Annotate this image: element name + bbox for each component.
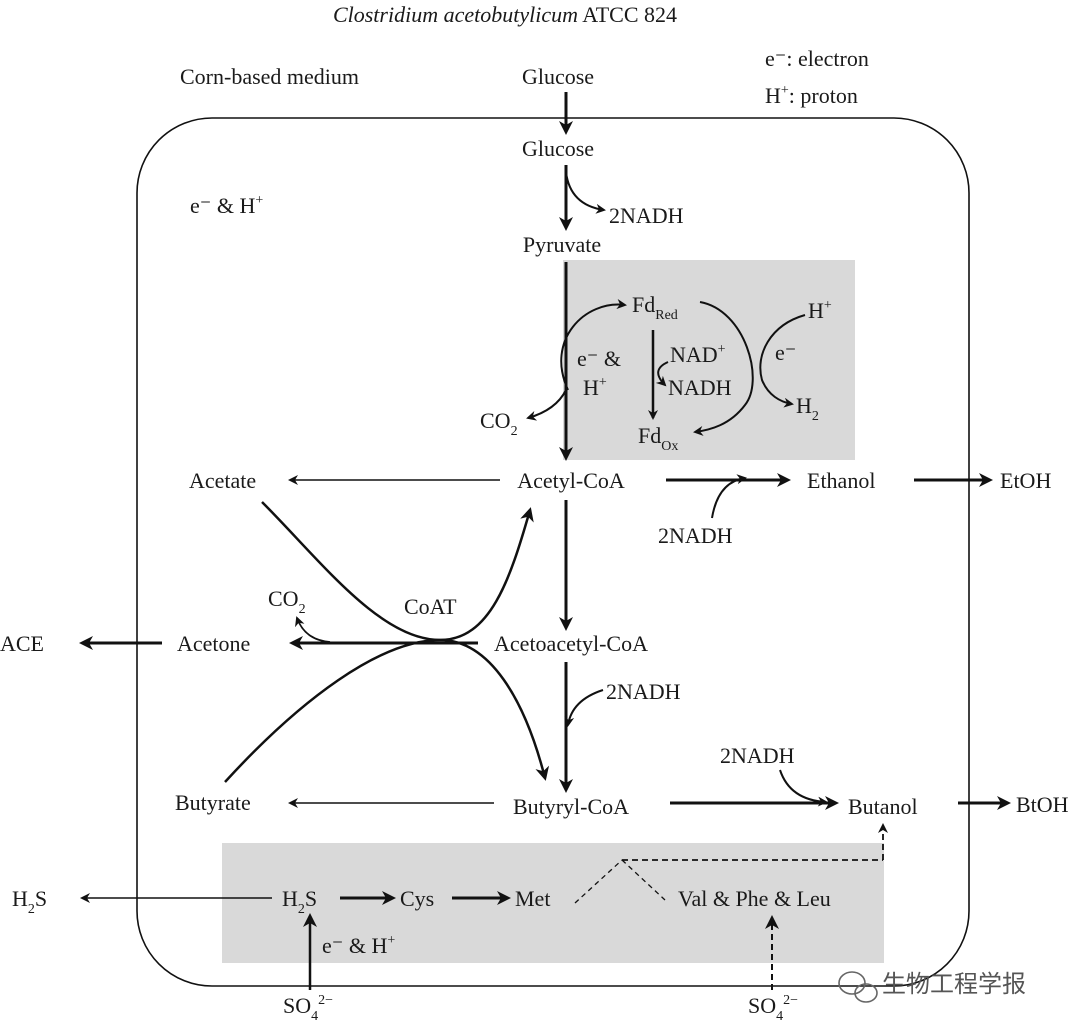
etoh-label: EtOH [1000, 468, 1051, 493]
co2-pyruvate: CO2 [480, 408, 518, 439]
cys-label: Cys [400, 886, 434, 911]
watermark-text: 生物工程学报 [882, 970, 1026, 998]
butyrate-label: Butyrate [175, 790, 251, 815]
electrons-protons-label: e⁻ & H+ [190, 193, 263, 218]
acetone-label: Acetone [177, 631, 250, 656]
glucose-outside: Glucose [522, 64, 594, 89]
h-plus-label: H+ [583, 375, 607, 400]
legend-electron: e⁻: electron [765, 46, 869, 71]
ace-label: ACE [0, 631, 44, 656]
nadh-butyryl: 2NADH [606, 679, 681, 704]
co2-acetone: CO2 [268, 586, 306, 617]
fd-ox: FdOx [638, 423, 678, 454]
nadh-cycle-label: NADH [668, 375, 732, 400]
sulfate-electron-label: e⁻ & H+ [322, 933, 395, 958]
butanol-label: Butanol [848, 794, 918, 819]
coat-label: CoAT [404, 594, 457, 619]
so4-right: SO42− [748, 993, 798, 1024]
btoh-label: BtOH [1016, 792, 1069, 817]
legend-proton: H+: proton [765, 83, 858, 108]
val-phe-leu-label: Val & Phe & Leu [678, 886, 831, 911]
wechat-icon [838, 971, 878, 1003]
ethanol-label: Ethanol [807, 468, 875, 493]
nadh-glycolysis: 2NADH [609, 203, 684, 228]
cell-membrane [136, 117, 970, 987]
fd-red: FdRed [632, 292, 678, 323]
nadh-butanol: 2NADH [720, 743, 795, 768]
h-plus-right: H+ [808, 298, 832, 323]
acetoacetyl-coa-label: Acetoacetyl-CoA [494, 631, 648, 656]
nadh-ethanol: 2NADH [658, 523, 733, 548]
h2-label: H2 [796, 393, 819, 424]
watermark: 生物工程学报 [838, 970, 1026, 1003]
e-minus-label: e⁻ [775, 340, 796, 365]
diagram-title: Clostridium acetobutylicum ATCC 824 [333, 2, 677, 27]
medium-label: Corn-based medium [180, 64, 359, 89]
acetate-label: Acetate [189, 468, 256, 493]
nad-plus-label: NAD+ [670, 342, 726, 367]
e-and-label: e⁻ & [577, 346, 621, 371]
met-label: Met [515, 886, 550, 911]
glucose-inside: Glucose [522, 136, 594, 161]
so4-left: SO42− [283, 993, 333, 1024]
pyruvate-label: Pyruvate [523, 232, 601, 257]
butyryl-coa-label: Butyryl-CoA [513, 794, 629, 819]
ferredoxin-shade [563, 260, 855, 460]
acetyl-coa-label: Acetyl-CoA [517, 468, 625, 493]
h2s-inside: H2S [282, 886, 317, 917]
h2s-outside: H2S [12, 886, 47, 917]
sulfur-shade [222, 843, 884, 963]
